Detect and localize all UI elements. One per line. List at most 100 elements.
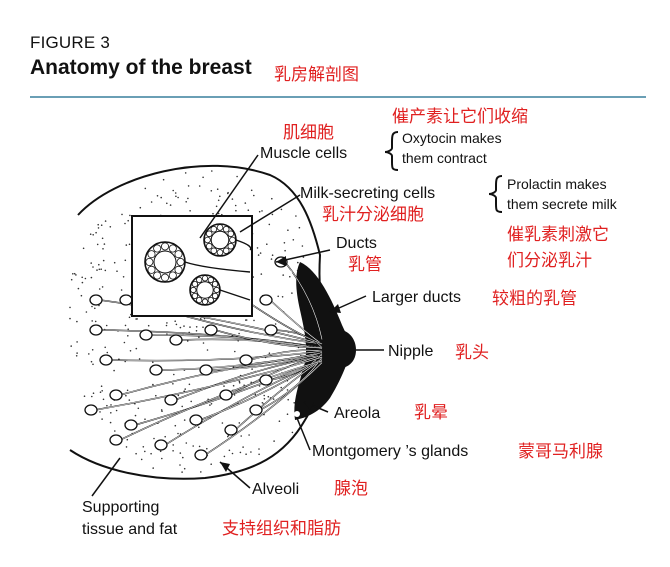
secretory-cell bbox=[147, 265, 156, 274]
arrowhead-ducts bbox=[276, 256, 286, 266]
stipple-dot bbox=[122, 276, 125, 278]
stipple-dot bbox=[263, 398, 266, 400]
alveolus bbox=[89, 294, 103, 306]
figure-title-chinese: 乳房解剖图 bbox=[274, 65, 359, 85]
nipple-shape bbox=[342, 330, 356, 368]
stipple-dot bbox=[186, 340, 189, 342]
stipple-dot bbox=[70, 278, 73, 281]
stipple-dot bbox=[227, 435, 229, 438]
stipple-dot bbox=[172, 383, 174, 385]
stipple-dot bbox=[72, 273, 74, 275]
stipple-dot bbox=[253, 194, 255, 197]
stipple-dot bbox=[169, 204, 172, 206]
milk-cells-label: Milk-secreting cells bbox=[300, 185, 435, 202]
stipple-dot bbox=[202, 326, 204, 329]
stipple-dot bbox=[223, 385, 225, 387]
duct-lumen bbox=[109, 350, 323, 361]
stipple-dot bbox=[181, 471, 183, 473]
stipple-dot bbox=[103, 243, 106, 245]
stipple-dot bbox=[286, 413, 289, 416]
stipple-dot bbox=[273, 440, 275, 442]
inset-duct bbox=[235, 239, 252, 251]
stipple-dot bbox=[82, 247, 85, 250]
stipple-dot bbox=[174, 424, 177, 427]
stipple-dot bbox=[175, 323, 178, 326]
areola-label: Areola bbox=[334, 405, 380, 422]
stipple-dot bbox=[104, 269, 107, 272]
stipple-dot bbox=[160, 409, 163, 411]
alveolus bbox=[249, 404, 263, 416]
stipple-dot bbox=[172, 450, 174, 452]
arrowheads bbox=[220, 256, 341, 472]
stipple-dot bbox=[280, 208, 283, 211]
stipple-dot bbox=[104, 220, 107, 222]
areola-label-chinese: 乳晕 bbox=[414, 403, 448, 423]
stipple-dot bbox=[240, 435, 242, 437]
duct-lumen bbox=[229, 355, 323, 396]
stipple-dot bbox=[211, 170, 213, 172]
alveolus bbox=[164, 394, 178, 406]
stipple-dot bbox=[177, 394, 180, 397]
stipple-dot bbox=[292, 239, 295, 241]
stipple-dot bbox=[234, 204, 237, 207]
stipple-dot bbox=[166, 202, 168, 205]
stipple-dot bbox=[289, 275, 291, 278]
stipple-dot bbox=[203, 317, 206, 320]
stipple-dot bbox=[69, 306, 71, 309]
breast-outline bbox=[69, 164, 332, 480]
stipple-dot bbox=[195, 330, 198, 332]
stipple-dot bbox=[278, 420, 281, 423]
stipple-dot bbox=[238, 382, 241, 384]
stipple-dot bbox=[94, 307, 96, 310]
stipple-dot bbox=[258, 385, 261, 387]
alveolus bbox=[99, 354, 113, 366]
stipple-dot bbox=[181, 405, 183, 408]
stipple-dot bbox=[91, 305, 93, 308]
secretory-cell bbox=[147, 250, 156, 259]
stipple-dot bbox=[173, 373, 175, 376]
stipple-dot bbox=[179, 326, 182, 329]
stipple-dot bbox=[98, 288, 101, 290]
stipple-dot bbox=[251, 368, 253, 370]
stipple-dot bbox=[183, 419, 186, 421]
inset-alveoli-detail bbox=[144, 223, 252, 306]
stipple-dot bbox=[156, 195, 159, 197]
stipple-dot bbox=[147, 324, 150, 327]
prolactin-note-chinese-line2: 们分泌乳汁 bbox=[507, 251, 592, 271]
stipple-dot bbox=[232, 384, 235, 387]
stipple-dot bbox=[187, 197, 189, 200]
stipple-dot bbox=[183, 467, 186, 470]
stipple-dot bbox=[274, 323, 277, 325]
alveolus bbox=[139, 329, 153, 341]
prolactin-note-line2: them secrete milk bbox=[507, 196, 618, 212]
stipple-dot bbox=[253, 319, 255, 322]
stipple-dot bbox=[100, 385, 103, 388]
supporting-tissue-label-line1: Supporting bbox=[82, 499, 159, 516]
figure-title: Anatomy of the breast bbox=[30, 56, 252, 79]
secretory-cell bbox=[191, 292, 198, 299]
stipple-dot bbox=[287, 229, 289, 231]
duct-lumen bbox=[284, 261, 323, 340]
stipple-dot bbox=[127, 335, 129, 337]
alveolus bbox=[189, 414, 203, 426]
stipple-dot bbox=[85, 311, 88, 313]
stipple-dot bbox=[219, 195, 221, 198]
secretory-cell bbox=[205, 230, 213, 238]
stipple-dot bbox=[187, 185, 190, 187]
stipple-dot bbox=[96, 269, 98, 271]
alveolus bbox=[149, 364, 163, 376]
stipple-dot bbox=[263, 394, 266, 397]
stipple-dot bbox=[215, 205, 218, 208]
alveolus bbox=[239, 354, 253, 366]
stipple-dot bbox=[127, 219, 129, 222]
stipple-dot bbox=[189, 210, 191, 212]
stipple-dot bbox=[90, 276, 93, 279]
ducts-label-chinese: 乳管 bbox=[348, 255, 382, 275]
stipple-dot bbox=[150, 201, 153, 203]
stipple-dot bbox=[165, 324, 168, 327]
alveolus bbox=[109, 434, 123, 446]
stipple-dot bbox=[106, 404, 108, 407]
stipple-dot bbox=[257, 254, 260, 256]
secretory-cell bbox=[168, 244, 177, 253]
stipple-dot bbox=[89, 233, 92, 235]
